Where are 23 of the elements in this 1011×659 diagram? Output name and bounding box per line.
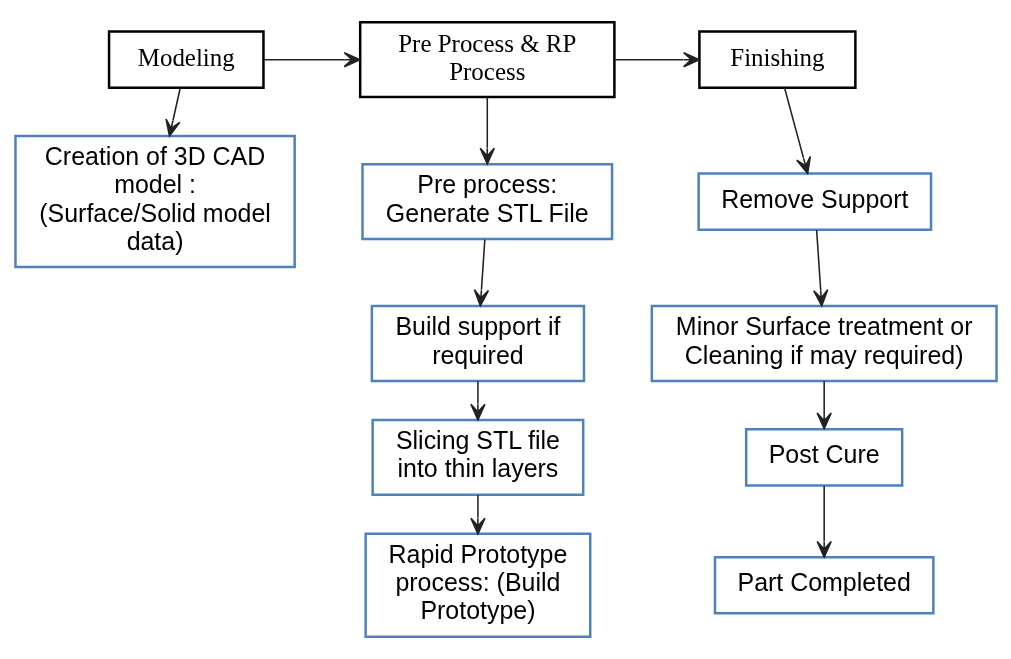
node-box: Build support if required [370, 304, 585, 383]
arrow [479, 96, 495, 165]
arrow [815, 485, 832, 558]
arrow [473, 238, 489, 307]
arrow [613, 51, 700, 68]
node-box: Slicing STL file into thin layers [370, 418, 584, 497]
node-box: Modeling [107, 30, 265, 89]
node-box: Minor Surface treatment or Cleaning if may required) [650, 304, 998, 383]
arrow [812, 229, 828, 307]
node-box: Remove Support [696, 172, 932, 231]
node-box: Finishing [697, 30, 857, 89]
node-box: Pre Process & RP Process [358, 21, 616, 99]
arrow [469, 380, 486, 421]
node-box: Part Completed [713, 555, 935, 615]
arrow [469, 494, 486, 535]
node-box: Post Cure [744, 428, 903, 487]
node-box: Pre process: Generate STL File [360, 162, 613, 241]
node-box: Creation of 3D CAD model : (Surface/Solid model data) [13, 134, 296, 269]
arrow [164, 87, 181, 137]
arrow [262, 51, 361, 68]
node-box: Rapid Prototype process: (Build Prototype) [363, 532, 591, 638]
arrow [815, 380, 832, 430]
arrow [783, 87, 811, 175]
